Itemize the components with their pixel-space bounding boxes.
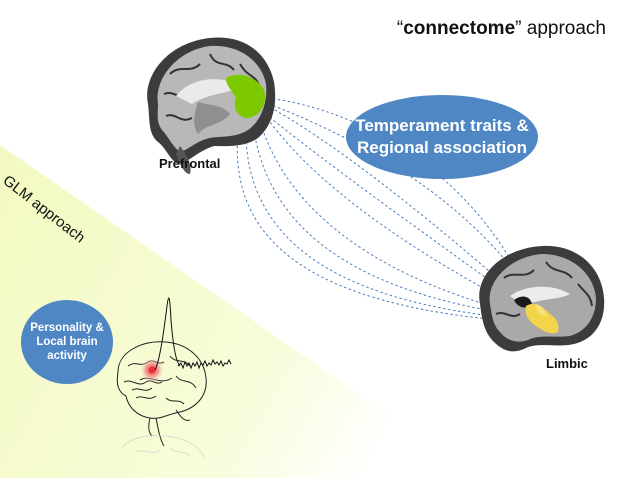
diagram-title: “connectome” approach bbox=[396, 18, 606, 39]
limbic-label: Limbic bbox=[546, 356, 588, 371]
glm-region bbox=[0, 145, 480, 478]
title-emphasis: connectome bbox=[403, 18, 516, 39]
connectome-bubble-line1: Temperament traits & bbox=[355, 116, 529, 135]
connection-line bbox=[265, 104, 521, 299]
glm-brain-reflection bbox=[121, 435, 205, 459]
connection-line bbox=[263, 101, 549, 321]
signal-trace bbox=[177, 358, 232, 370]
connectome-bubble-line2: Regional association bbox=[356, 138, 528, 157]
connection-line bbox=[267, 97, 529, 293]
connection-line bbox=[261, 109, 516, 306]
connection-line bbox=[236, 115, 489, 320]
glm-bubble-line1: Personality & bbox=[30, 322, 104, 334]
glm-bubble-line2: Local brain bbox=[36, 336, 98, 348]
connection-line bbox=[245, 116, 493, 317]
title-rest: approach bbox=[521, 18, 606, 39]
connection-line bbox=[251, 115, 499, 313]
glm-bubble-line3: activity bbox=[47, 350, 87, 362]
connectome-bubble: Temperament traits & Regional associatio… bbox=[346, 95, 538, 179]
bold-response-curve bbox=[154, 297, 181, 371]
limbic-brain-icon bbox=[479, 245, 605, 352]
prefrontal-label: Prefrontal bbox=[159, 156, 221, 171]
connection-line bbox=[257, 113, 506, 311]
glm-bubble: Personality & Local brain activity bbox=[21, 300, 113, 384]
prefrontal-brain-icon bbox=[147, 37, 276, 174]
